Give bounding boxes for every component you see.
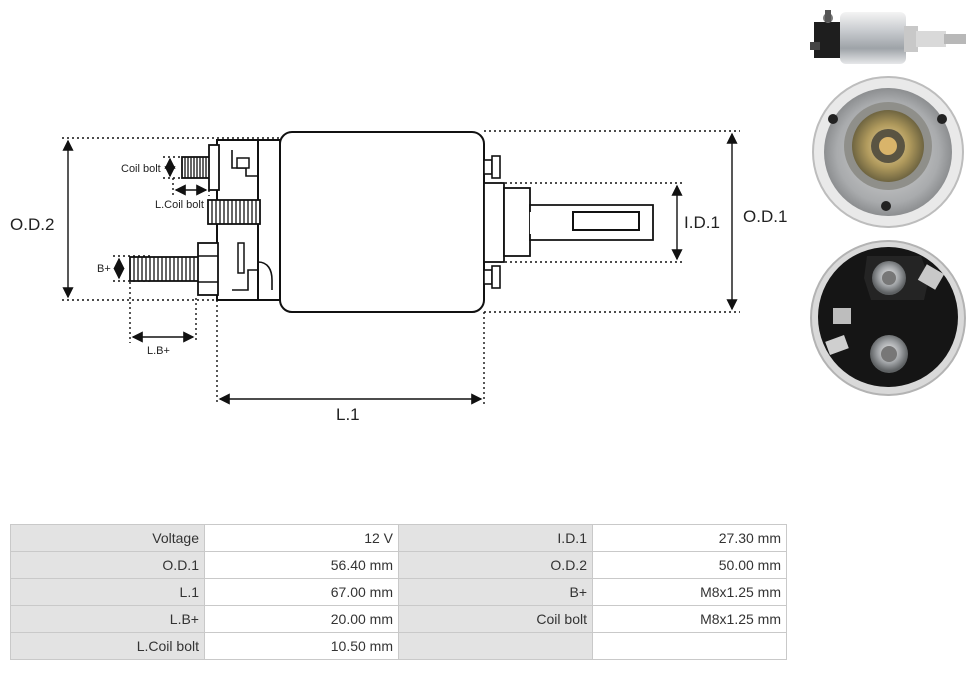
spec-name: I.D.1	[398, 524, 593, 552]
id1-label: I.D.1	[684, 213, 720, 232]
b-plus-label: B+	[97, 263, 111, 275]
spec-name: O.D.2	[398, 551, 593, 579]
spec-name: Coil bolt	[398, 605, 593, 633]
solenoid-side-view-photo	[810, 10, 966, 64]
coil-bolt-label: Coil bolt	[121, 163, 161, 175]
spec-name: Voltage	[10, 524, 205, 552]
spec-value: 27.30 mm	[592, 524, 787, 552]
od1-label: O.D.1	[743, 207, 787, 226]
spec-value: M8x1.25 mm	[592, 578, 787, 606]
spec-value: 67.00 mm	[204, 578, 399, 606]
spec-value: 56.40 mm	[204, 551, 399, 579]
spec-name: L.B+	[10, 605, 205, 633]
spec-value: 12 V	[204, 524, 399, 552]
l1-label: L.1	[336, 405, 360, 424]
spec-value: 10.50 mm	[204, 632, 399, 660]
b-plus-bolt-drawing	[129, 242, 219, 296]
od2-label: O.D.2	[10, 215, 54, 234]
spec-value: 50.00 mm	[592, 551, 787, 579]
spec-name: B+	[398, 578, 593, 606]
spec-value: 20.00 mm	[204, 605, 399, 633]
coil-bolt-lower-drawing	[207, 199, 261, 225]
solenoid-dimension-drawing: O.D.2 O.D.1 I.D.1 L.1 L.B+ B+ Coil bolt …	[10, 130, 787, 424]
dimension-arrows	[62, 132, 738, 405]
spec-name: L.Coil bolt	[10, 632, 205, 660]
solenoid-outline	[216, 131, 654, 313]
spec-name	[398, 632, 593, 660]
solenoid-front-view-photo	[812, 76, 964, 228]
spec-name: L.1	[10, 578, 205, 606]
coil-bolt-drawing	[181, 144, 220, 191]
spec-value: M8x1.25 mm	[592, 605, 787, 633]
solenoid-terminal-view-photo	[810, 240, 966, 396]
lb-label: L.B+	[147, 345, 170, 357]
spec-name: O.D.1	[10, 551, 205, 579]
l-coil-bolt-label: L.Coil bolt	[155, 199, 204, 211]
spec-value	[592, 632, 787, 660]
